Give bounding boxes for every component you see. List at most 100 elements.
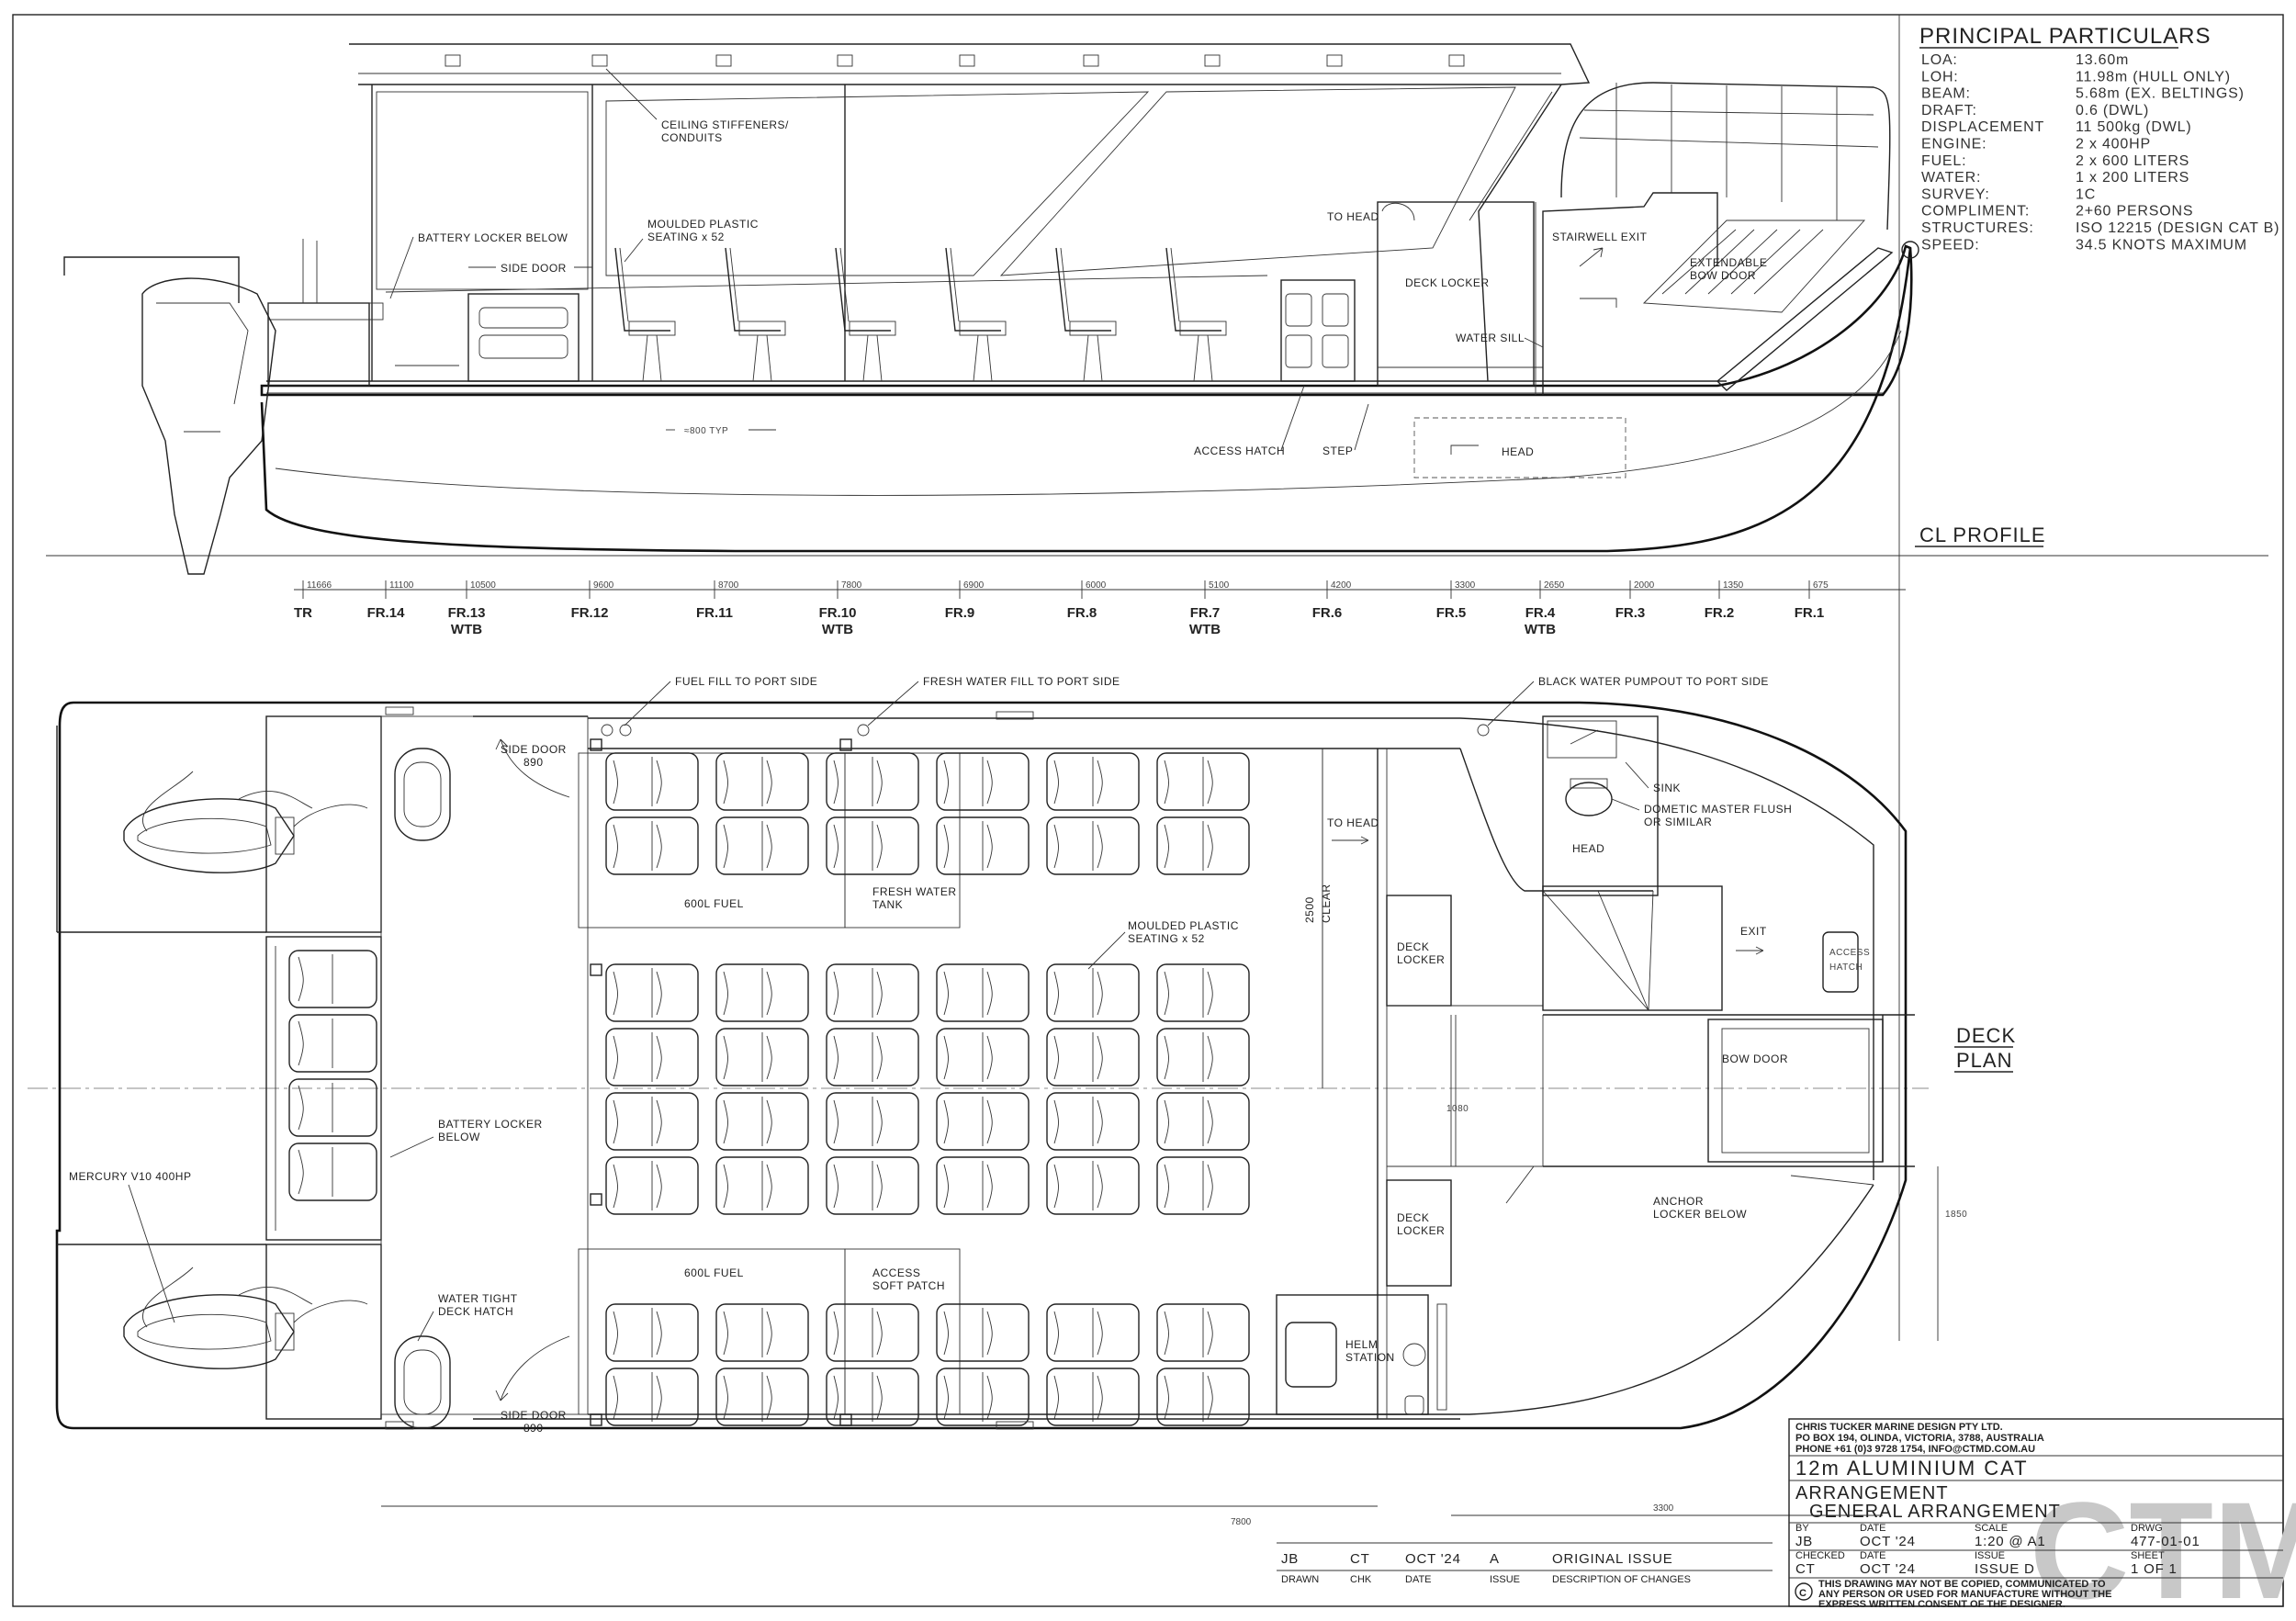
side-window-fwd	[999, 86, 1516, 276]
tb-drwg: 477-01-01	[2131, 1534, 2200, 1549]
seat	[826, 1028, 919, 1086]
frame-dim: 6000	[1086, 580, 1107, 591]
label-exit: EXIT	[1740, 925, 1767, 938]
deck-hatch-stbd	[394, 748, 451, 841]
seat	[826, 1092, 919, 1151]
label-access-hatch-2: HATCH	[1829, 962, 1863, 973]
label-fresh-tank-2: TANK	[872, 898, 903, 911]
particular-key: DRAFT:	[1921, 103, 1977, 118]
rev-chk: CT	[1350, 1551, 1370, 1567]
helm-seat	[1285, 1322, 1337, 1388]
drawing-border	[12, 14, 2284, 1607]
frame-dim: 6900	[963, 580, 985, 591]
tb-contact: PHONE +61 (0)3 9728 1754, INFO@CTMD.COM.…	[1795, 1444, 2035, 1455]
rev-hdr-date: DATE	[1405, 1574, 1432, 1585]
label-clear-dim: 2500	[1303, 896, 1316, 923]
label-profile-deck-locker: DECK LOCKER	[1405, 276, 1490, 289]
label-sink: SINK	[1653, 782, 1681, 794]
deck-plan-view: FUEL FILL TO PORT SIDE FRESH WATER FILL …	[28, 675, 2015, 1527]
seat	[715, 1156, 809, 1215]
tb-hdr-checked: CHECKED	[1795, 1550, 1845, 1561]
frame-label: FR.10	[819, 605, 857, 621]
particular-value: 11 500kg (DWL)	[2076, 119, 2192, 135]
particular-key: SPEED:	[1921, 237, 1980, 253]
label-dim-1850: 1850	[1945, 1210, 1967, 1220]
seat	[936, 1028, 1030, 1086]
particular-key: STRUCTURES:	[1921, 220, 2034, 236]
particular-value: 2 x 600 LITERS	[2076, 153, 2189, 169]
frame-dim: 2000	[1634, 580, 1655, 591]
access-hatch-plan	[1822, 931, 1859, 993]
profile-seat	[835, 247, 896, 382]
profile-head-compartment	[1413, 417, 1626, 478]
tb-title1: ARRANGEMENT	[1795, 1483, 1949, 1503]
tb-hdr-date2: DATE	[1860, 1550, 1886, 1561]
frame-label: FR.3	[1615, 605, 1646, 621]
profile-side-door	[467, 293, 580, 382]
tb-hdr-issue: ISSUE	[1975, 1550, 2005, 1561]
seat	[605, 1028, 699, 1086]
bow-door-profile	[1716, 247, 1894, 391]
seat	[288, 1078, 377, 1137]
frame-dim: 8700	[718, 580, 739, 591]
seat	[826, 1368, 919, 1426]
label-profile-head: HEAD	[1502, 445, 1534, 458]
label-dim-3300: 3300	[1653, 1503, 1674, 1514]
seat	[936, 1368, 1030, 1426]
helm-wheel	[1402, 1343, 1426, 1367]
label-stairwell-exit: STAIRWELL EXIT	[1552, 231, 1648, 243]
particular-key: ENGINE:	[1921, 137, 1986, 152]
tb-title2: GENERAL ARRANGEMENT	[1809, 1502, 2061, 1522]
seat	[826, 1156, 919, 1215]
label-access-hatch-1: ACCESS	[1829, 948, 1870, 958]
label-seating-2: SEATING x 52	[647, 231, 725, 243]
seat	[1156, 963, 1250, 1022]
label-fuel-fill: FUEL FILL TO PORT SIDE	[675, 675, 817, 688]
particular-value: 1 x 200 LITERS	[2076, 170, 2189, 186]
profile-seat	[1165, 247, 1227, 382]
label-black-water: BLACK WATER PUMPOUT TO PORT SIDE	[1538, 675, 1769, 688]
rev-by: JB	[1281, 1551, 1299, 1567]
seat	[936, 816, 1030, 875]
seat	[936, 1156, 1030, 1215]
seat	[715, 1092, 809, 1151]
tb-project: 12m ALUMINIUM CAT	[1795, 1457, 2029, 1480]
seat	[605, 1303, 699, 1362]
seat	[1046, 1156, 1140, 1215]
tb-hdr-scale: SCALE	[1975, 1523, 2008, 1534]
seat	[288, 1143, 377, 1201]
sheer-line	[260, 244, 1913, 397]
seat	[1046, 1368, 1140, 1426]
plan-seats	[288, 752, 1250, 1426]
seat	[936, 1092, 1030, 1151]
seat	[715, 1303, 809, 1362]
rev-hdr-drawn: DRAWN	[1281, 1574, 1319, 1585]
particular-value: 1C	[2076, 186, 2096, 202]
particular-key: SURVEY:	[1921, 186, 1990, 202]
seat	[1046, 963, 1140, 1022]
frame-label: FR.9	[945, 605, 975, 621]
profile-seats	[614, 247, 1227, 382]
rev-hdr-chk: CHK	[1350, 1574, 1372, 1585]
seat	[826, 1303, 919, 1362]
label-helm-1: HELM	[1345, 1338, 1378, 1351]
label-dim-7800: 7800	[1231, 1517, 1252, 1527]
label-plan-seating-2: SEATING x 52	[1128, 932, 1205, 945]
frame-dim: 10500	[470, 580, 496, 591]
profile-seat	[1055, 247, 1117, 382]
label-battery-2: BELOW	[438, 1131, 480, 1143]
label-seating-1: MOULDED PLASTIC	[647, 218, 759, 231]
frame-wtb: WTB	[451, 622, 482, 637]
label-bow-door-plan: BOW DOOR	[1722, 1053, 1788, 1065]
seat	[605, 1368, 699, 1426]
label-plan-head: HEAD	[1572, 842, 1604, 855]
tb-date: OCT '24	[1860, 1534, 1916, 1549]
tb-hdr-drwg: DRWG	[2131, 1523, 2163, 1534]
particular-value: 11.98m (HULL ONLY)	[2076, 69, 2231, 84]
particular-key: DISPLACEMENT	[1921, 119, 2044, 135]
frame-label: FR.8	[1067, 605, 1097, 621]
seat	[1156, 816, 1250, 875]
label-side-door-port-dim: 890	[523, 1422, 544, 1435]
